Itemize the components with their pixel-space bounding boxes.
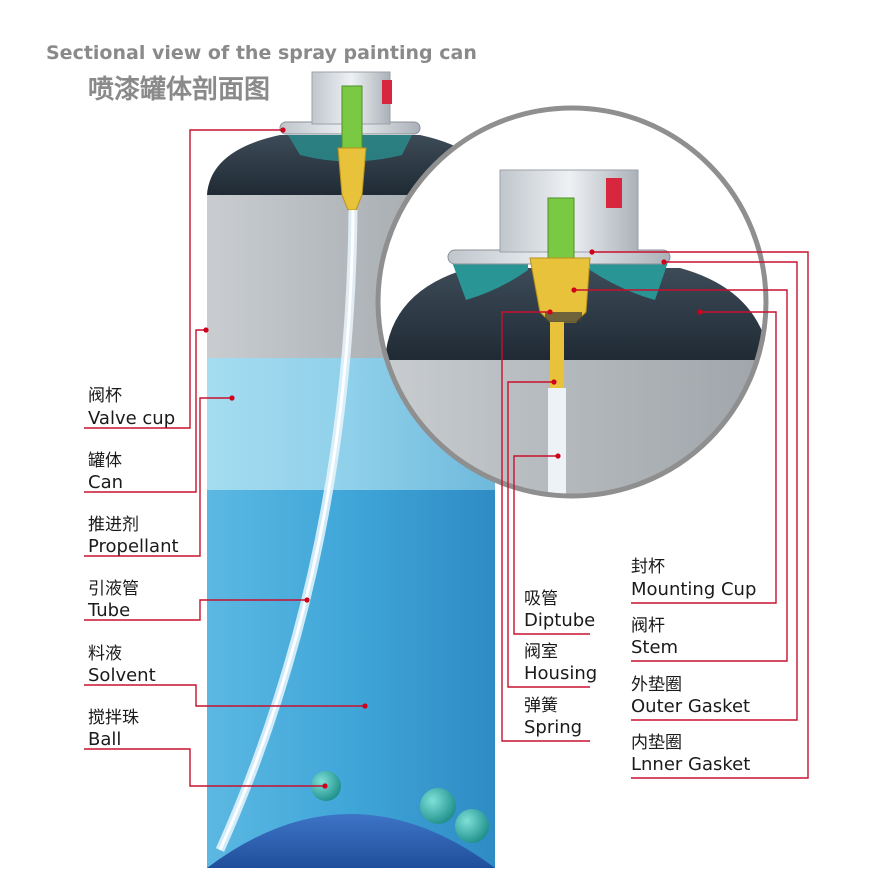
label-inner-gasket-cn: 内垫圈: [631, 733, 682, 753]
dot-ball: [322, 783, 327, 788]
dot-diptube: [555, 453, 560, 458]
label-outer-gasket-en: Outer Gasket: [631, 696, 750, 717]
zoom-detail: [378, 108, 778, 505]
zoom-tube-clear: [548, 388, 566, 498]
labels-mid: 吸管 Diptube 阀室 Housing 弹簧 Spring: [524, 589, 597, 738]
label-spring-en: Spring: [524, 717, 582, 738]
label-valve-cup-en: Valve cup: [88, 408, 175, 429]
labels-left: 阀杯 Valve cup 罐体 Can 推进剂 Propellant 引液管 T…: [87, 386, 179, 750]
label-ball-cn: 搅拌珠: [88, 708, 139, 728]
label-outer-gasket-cn: 外垫圈: [631, 675, 682, 695]
label-mounting-cup-en: Mounting Cup: [631, 579, 756, 600]
zoom-actuator-nozzle: [606, 178, 622, 208]
label-can-en: Can: [88, 472, 123, 493]
dot-outer-gasket: [661, 259, 666, 264]
label-mounting-cup-cn: 封杯: [631, 557, 665, 577]
label-tube-cn: 引液管: [88, 579, 139, 599]
label-inner-gasket-en: Lnner Gasket: [631, 754, 750, 775]
label-spring-cn: 弹簧: [524, 696, 558, 716]
label-propellant-en: Propellant: [88, 536, 179, 557]
label-stem-en: Stem: [631, 637, 678, 658]
dot-spring: [547, 309, 552, 314]
dot-stem: [571, 287, 576, 292]
label-housing-cn: 阀室: [524, 642, 558, 662]
agitator-ball-3: [455, 809, 489, 843]
label-diptube-cn: 吸管: [524, 589, 558, 609]
dot-valve-cup: [280, 127, 285, 132]
label-can-cn: 罐体: [88, 451, 122, 471]
dot-inner-gasket: [589, 249, 594, 254]
labels-right: 封杯 Mounting Cup 阀杆 Stem 外垫圈 Outer Gasket…: [631, 557, 756, 775]
title-cn: 喷漆罐体剖面图: [88, 74, 270, 105]
can-actuator-nozzle: [382, 80, 392, 104]
zoom-dip-tube: [550, 322, 564, 388]
label-propellant-cn: 推进剂: [88, 515, 139, 535]
label-ball-en: Ball: [88, 729, 121, 750]
dot-mounting-cup: [697, 309, 702, 314]
title-en: Sectional view of the spray painting can: [46, 42, 477, 64]
label-solvent-en: Solvent: [88, 665, 156, 686]
dot-housing: [551, 379, 556, 384]
label-diptube-en: Diptube: [524, 610, 595, 631]
label-valve-cup-cn: 阀杯: [88, 386, 122, 406]
label-housing-en: Housing: [524, 663, 597, 684]
dot-can: [203, 327, 208, 332]
can-stem: [342, 86, 362, 148]
dot-tube: [304, 597, 309, 602]
dot-solvent: [362, 703, 367, 708]
dot-propellant: [229, 395, 234, 400]
agitator-ball-2: [420, 788, 456, 824]
label-stem-cn: 阀杆: [631, 616, 665, 636]
label-tube-en: Tube: [87, 600, 130, 621]
label-solvent-cn: 料液: [88, 644, 122, 664]
